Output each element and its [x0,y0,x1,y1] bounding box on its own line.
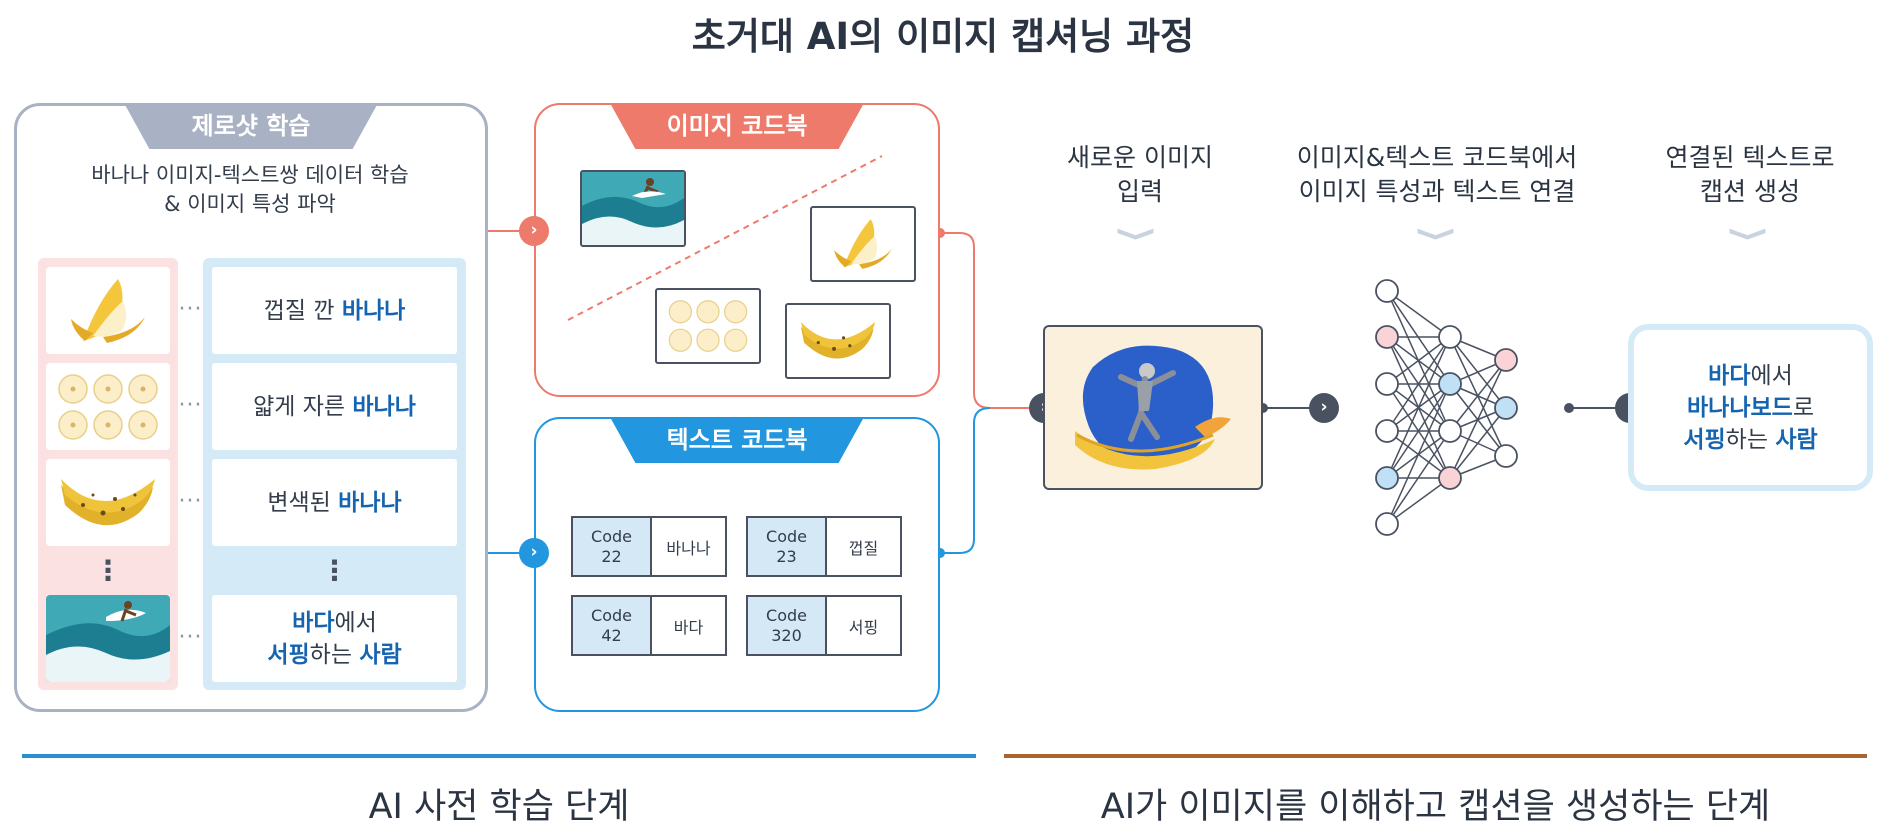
codebook-surfer-image [580,170,686,247]
pretraining-stage-label: AI 사전 학습 단계 [368,787,630,827]
codebook-peeled-banana-image [810,206,916,282]
surfer-image [46,595,170,682]
sliced-banana-image [46,363,170,450]
chevron-down-icon: ❯ [1416,225,1460,243]
left-stage-rule [22,754,976,758]
arrow-to-image-codebook: › [519,216,549,246]
arrow-to-network: › [1309,393,1339,423]
image-ellipsis-v: ⋮ [94,554,122,587]
codebook-sliced-banana-image [655,288,761,364]
zeroshot-description: 바나나 이미지-텍스트쌍 데이터 학습 & 이미지 특성 파악 [91,163,409,216]
right-stage-rule [1004,754,1867,758]
connector-image-codebook-out [940,232,1030,409]
text-codebook-tab: 텍스트 코드북 [610,417,864,463]
caption-peeled-banana: 껍질 깐 바나나 [212,267,457,354]
peeled-banana-icon [834,219,892,269]
ripe-banana-image [46,459,170,546]
chevron-down-icon: ❯ [1728,225,1772,243]
caption-ellipsis-v: ⋮ [320,554,349,587]
step-input-label: 새로운 이미지 입력 [1067,143,1213,206]
ripe-banana-icon [800,322,876,359]
input-image [1043,325,1263,490]
peeled-banana-icon [71,278,145,343]
ripe-banana-icon [61,478,155,525]
connector-dot [1564,403,1574,413]
image-codebook-tab: 이미지 코드북 [610,103,864,149]
connector-text-codebook-out [940,407,991,554]
sliced-banana-icon [668,300,748,352]
page-title: 초거대 AI의 이미지 캡셔닝 과정 [691,15,1195,58]
caption-generation-stage-label: AI가 이미지를 이해하고 캡션을 생성하는 단계 [1100,787,1771,827]
peeled-banana-image [46,267,170,354]
step-connect-label: 이미지&텍스트 코드북에서 이미지 특성과 텍스트 연결 [1296,143,1578,206]
pair-ellipsis: ··· [178,625,203,650]
output-caption-box: 바다에서 바나나보드로 서핑하는 사람 [1628,324,1873,491]
codebook-ripe-banana-image [785,303,891,379]
banana-board-surfer-icon [1075,345,1231,470]
pair-ellipsis: ··· [178,489,203,514]
caption-ripe-banana: 변색된 바나나 [212,459,457,546]
pair-ellipsis: ··· [178,297,203,322]
surfer-icon [46,595,170,682]
caption-surfer: 바다에서 서핑하는 사람 [212,595,457,682]
neural-network-diagram [1375,279,1518,536]
image-codebook-diagonal [567,155,883,321]
step-caption-label: 연결된 텍스트로 캡션 생성 [1665,143,1835,206]
chevron-down-icon: ❯ [1116,225,1160,243]
sliced-banana-icon [58,373,158,440]
surfer-icon [582,172,684,245]
pair-ellipsis: ··· [178,393,203,418]
zeroshot-tab: 제로샷 학습 [124,103,378,149]
arrow-to-text-codebook: › [519,538,549,568]
caption-sliced-banana: 얇게 자른 바나나 [212,363,457,450]
